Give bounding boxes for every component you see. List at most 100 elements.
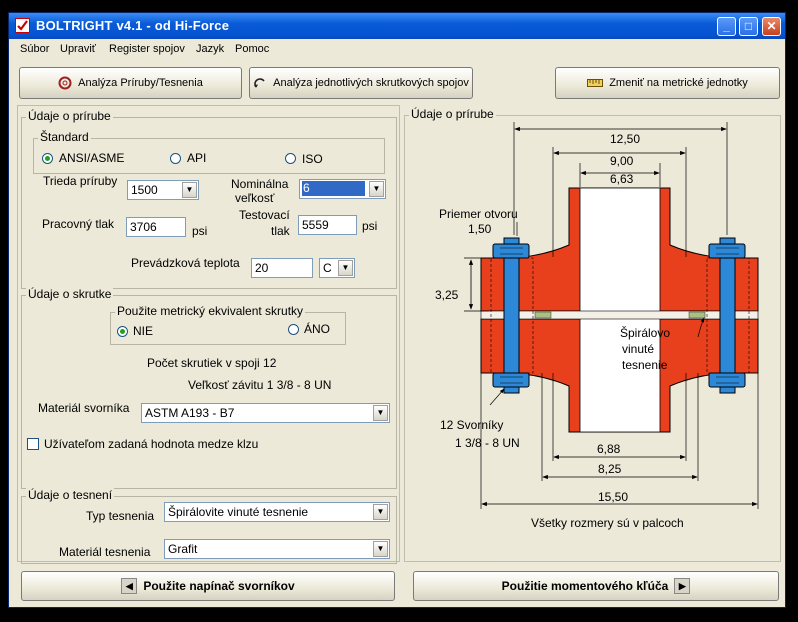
dim-flange-od: 12,50 — [610, 132, 640, 146]
test-pressure-unit: psi — [362, 219, 378, 233]
dim-flange-thickness: 3,25 — [435, 288, 459, 302]
radio-metric-no[interactable] — [117, 326, 128, 337]
working-pressure-unit: psi — [192, 224, 208, 238]
wrench-icon — [254, 78, 265, 88]
chevron-down-icon: ▼ — [373, 504, 388, 520]
radio-metric-yes[interactable] — [288, 324, 299, 335]
gasket-label-1: Špirálovo — [620, 325, 670, 340]
gasket-label-2: vinuté — [622, 342, 654, 356]
menu-edit[interactable]: Upraviť — [60, 43, 96, 55]
torque-wrench-label: Použitie momentového kľúča — [501, 579, 669, 593]
right-stud-bolt — [708, 237, 746, 394]
chevron-down-icon: ▼ — [338, 260, 353, 276]
custom-yield-checkbox[interactable] — [27, 438, 39, 450]
dim-bottom-1: 6,88 — [597, 442, 621, 456]
arrow-left-icon: ◀ — [121, 578, 138, 594]
title-bar[interactable]: BOLTRIGHT v4.1 - od Hi-Force _ □ ✕ — [9, 13, 785, 39]
thread-size-text: Veľkosť závitu 1 3/8 - 8 UN — [188, 378, 332, 392]
diagram-panel — [404, 115, 781, 562]
bolt-tensioner-label: Použite napínač svorníkov — [143, 579, 295, 593]
working-pressure-label: Pracovný tlak — [42, 217, 115, 231]
chevron-down-icon: ▼ — [373, 541, 388, 557]
units-note: Všetky rozmery sú v palcoch — [531, 516, 684, 530]
radio-iso[interactable] — [285, 153, 296, 164]
nominal-size-label-2: veľkosť — [235, 191, 275, 205]
flange-class-label: Trieda príruby — [43, 174, 118, 188]
left-panel — [17, 105, 400, 562]
flange-analysis-button[interactable]: Analýza Príruby/Tesnenia — [19, 67, 242, 99]
minimize-button[interactable]: _ — [717, 17, 736, 36]
hole-diameter-label: Priemer otvoru — [439, 207, 518, 221]
boltright-logo-icon — [15, 18, 30, 33]
nominal-size-label-1: Nominálna — [231, 177, 289, 191]
bolt-material-label: Materiál svorníka — [38, 401, 130, 415]
flange-data-legend: Údaje o prírube — [26, 109, 113, 123]
chevron-down-icon: ▼ — [369, 181, 384, 197]
working-pressure-input[interactable] — [126, 217, 186, 237]
radio-ansi-label: ANSI/ASME — [59, 151, 125, 165]
dim-bottom-2: 8,25 — [598, 462, 622, 476]
close-button[interactable]: ✕ — [762, 17, 781, 36]
standard-group — [33, 138, 385, 174]
flange-ring-icon — [58, 76, 72, 90]
maximize-button[interactable]: □ — [739, 17, 758, 36]
flange-class-value: 1500 — [131, 183, 158, 197]
flange-data-group — [21, 117, 397, 289]
studs-count-label: 12 Svorníky — [440, 418, 503, 432]
app-window: BOLTRIGHT v4.1 - od Hi-Force _ □ ✕ Súbor… — [8, 12, 786, 608]
radio-metric-yes-label: ÁNO — [304, 322, 331, 336]
flange-diagram: 12,50 9,00 6,63 Priemer otvoru 1,50 3,25… — [435, 122, 759, 530]
menu-file[interactable]: Súbor — [20, 43, 50, 55]
gasket-material-label: Materiál tesnenia — [59, 545, 151, 559]
pipe-bore — [579, 187, 661, 433]
temp-unit-value: C — [323, 261, 332, 275]
studs-size-label: 1 3/8 - 8 UN — [455, 436, 520, 450]
left-stud-bolt — [492, 237, 530, 394]
menu-help[interactable]: Pomoc — [235, 43, 270, 55]
flange-analysis-label: Analýza Príruby/Tesnenia — [78, 77, 203, 89]
radio-metric-no-label: NIE — [133, 324, 154, 338]
bolt-data-group — [21, 295, 397, 489]
menu-joint-register[interactable]: Register spojov — [109, 43, 185, 55]
metric-units-button[interactable]: Zmeniť na metrické jednotky — [555, 67, 780, 99]
dim-hub: 6,63 — [610, 172, 634, 186]
radio-iso-label: ISO — [302, 152, 323, 166]
gasket-material-value: Grafit — [168, 542, 198, 556]
gasket-type-value: Špirálovite vinuté tesnenie — [168, 505, 309, 519]
operating-temp-label: Prevádzková teplota — [131, 256, 240, 270]
nominal-size-select[interactable]: 6 ▼ — [299, 179, 386, 199]
bolt-material-value: ASTM A193 - B7 — [145, 406, 235, 420]
flange-class-select[interactable]: 1500 ▼ — [127, 180, 199, 200]
bolt-material-select[interactable]: ASTM A193 - B7 ▼ — [141, 403, 390, 423]
ruler-icon — [587, 79, 604, 87]
metric-equivalent-legend: Použite metrický ekvivalent skrutky — [115, 304, 306, 318]
test-pressure-label-2: tlak — [271, 224, 290, 238]
bolt-analysis-button[interactable]: Analýza jednotlivých skrutkových spojov — [249, 67, 473, 99]
test-pressure-input[interactable] — [298, 215, 357, 235]
gasket-material-select[interactable]: Grafit ▼ — [164, 539, 390, 559]
nominal-size-value: 6 — [302, 181, 365, 196]
metric-units-label: Zmeniť na metrické jednotky — [609, 77, 748, 89]
temp-unit-select[interactable]: C ▼ — [319, 258, 355, 278]
bolt-data-legend: Údaje o skrutke — [26, 287, 114, 301]
gasket-label-3: tesnenie — [622, 358, 668, 372]
custom-yield-label: Užívateľom zadaná hodnota medze klzu — [44, 437, 259, 451]
menu-language[interactable]: Jazyk — [196, 43, 225, 55]
radio-api[interactable] — [170, 153, 181, 164]
chevron-down-icon: ▼ — [373, 405, 388, 421]
operating-temp-input[interactable] — [251, 258, 313, 278]
standard-legend: Štandard — [38, 130, 91, 144]
dim-raised-face: 9,00 — [610, 154, 634, 168]
radio-ansi[interactable] — [42, 153, 53, 164]
test-pressure-label-1: Testovací — [239, 208, 290, 222]
menu-bar: Súbor Upraviť Register spojov Jazyk Pomo… — [9, 40, 785, 59]
bolt-count-text: Počet skrutiek v spoji 12 — [147, 356, 277, 370]
gasket-type-select[interactable]: Špirálovite vinuté tesnenie ▼ — [164, 502, 390, 522]
window-title: BOLTRIGHT v4.1 - od Hi-Force — [36, 18, 230, 33]
torque-wrench-button[interactable]: Použitie momentového kľúča ▶ — [413, 571, 779, 601]
gasket-data-group — [21, 496, 397, 564]
bolt-analysis-label: Analýza jednotlivých skrutkových spojov — [273, 77, 469, 89]
hole-diameter-value: 1,50 — [468, 222, 492, 236]
bolt-tensioner-button[interactable]: ◀ Použite napínač svorníkov — [21, 571, 395, 601]
diagram-legend: Údaje o prírube — [409, 107, 496, 121]
